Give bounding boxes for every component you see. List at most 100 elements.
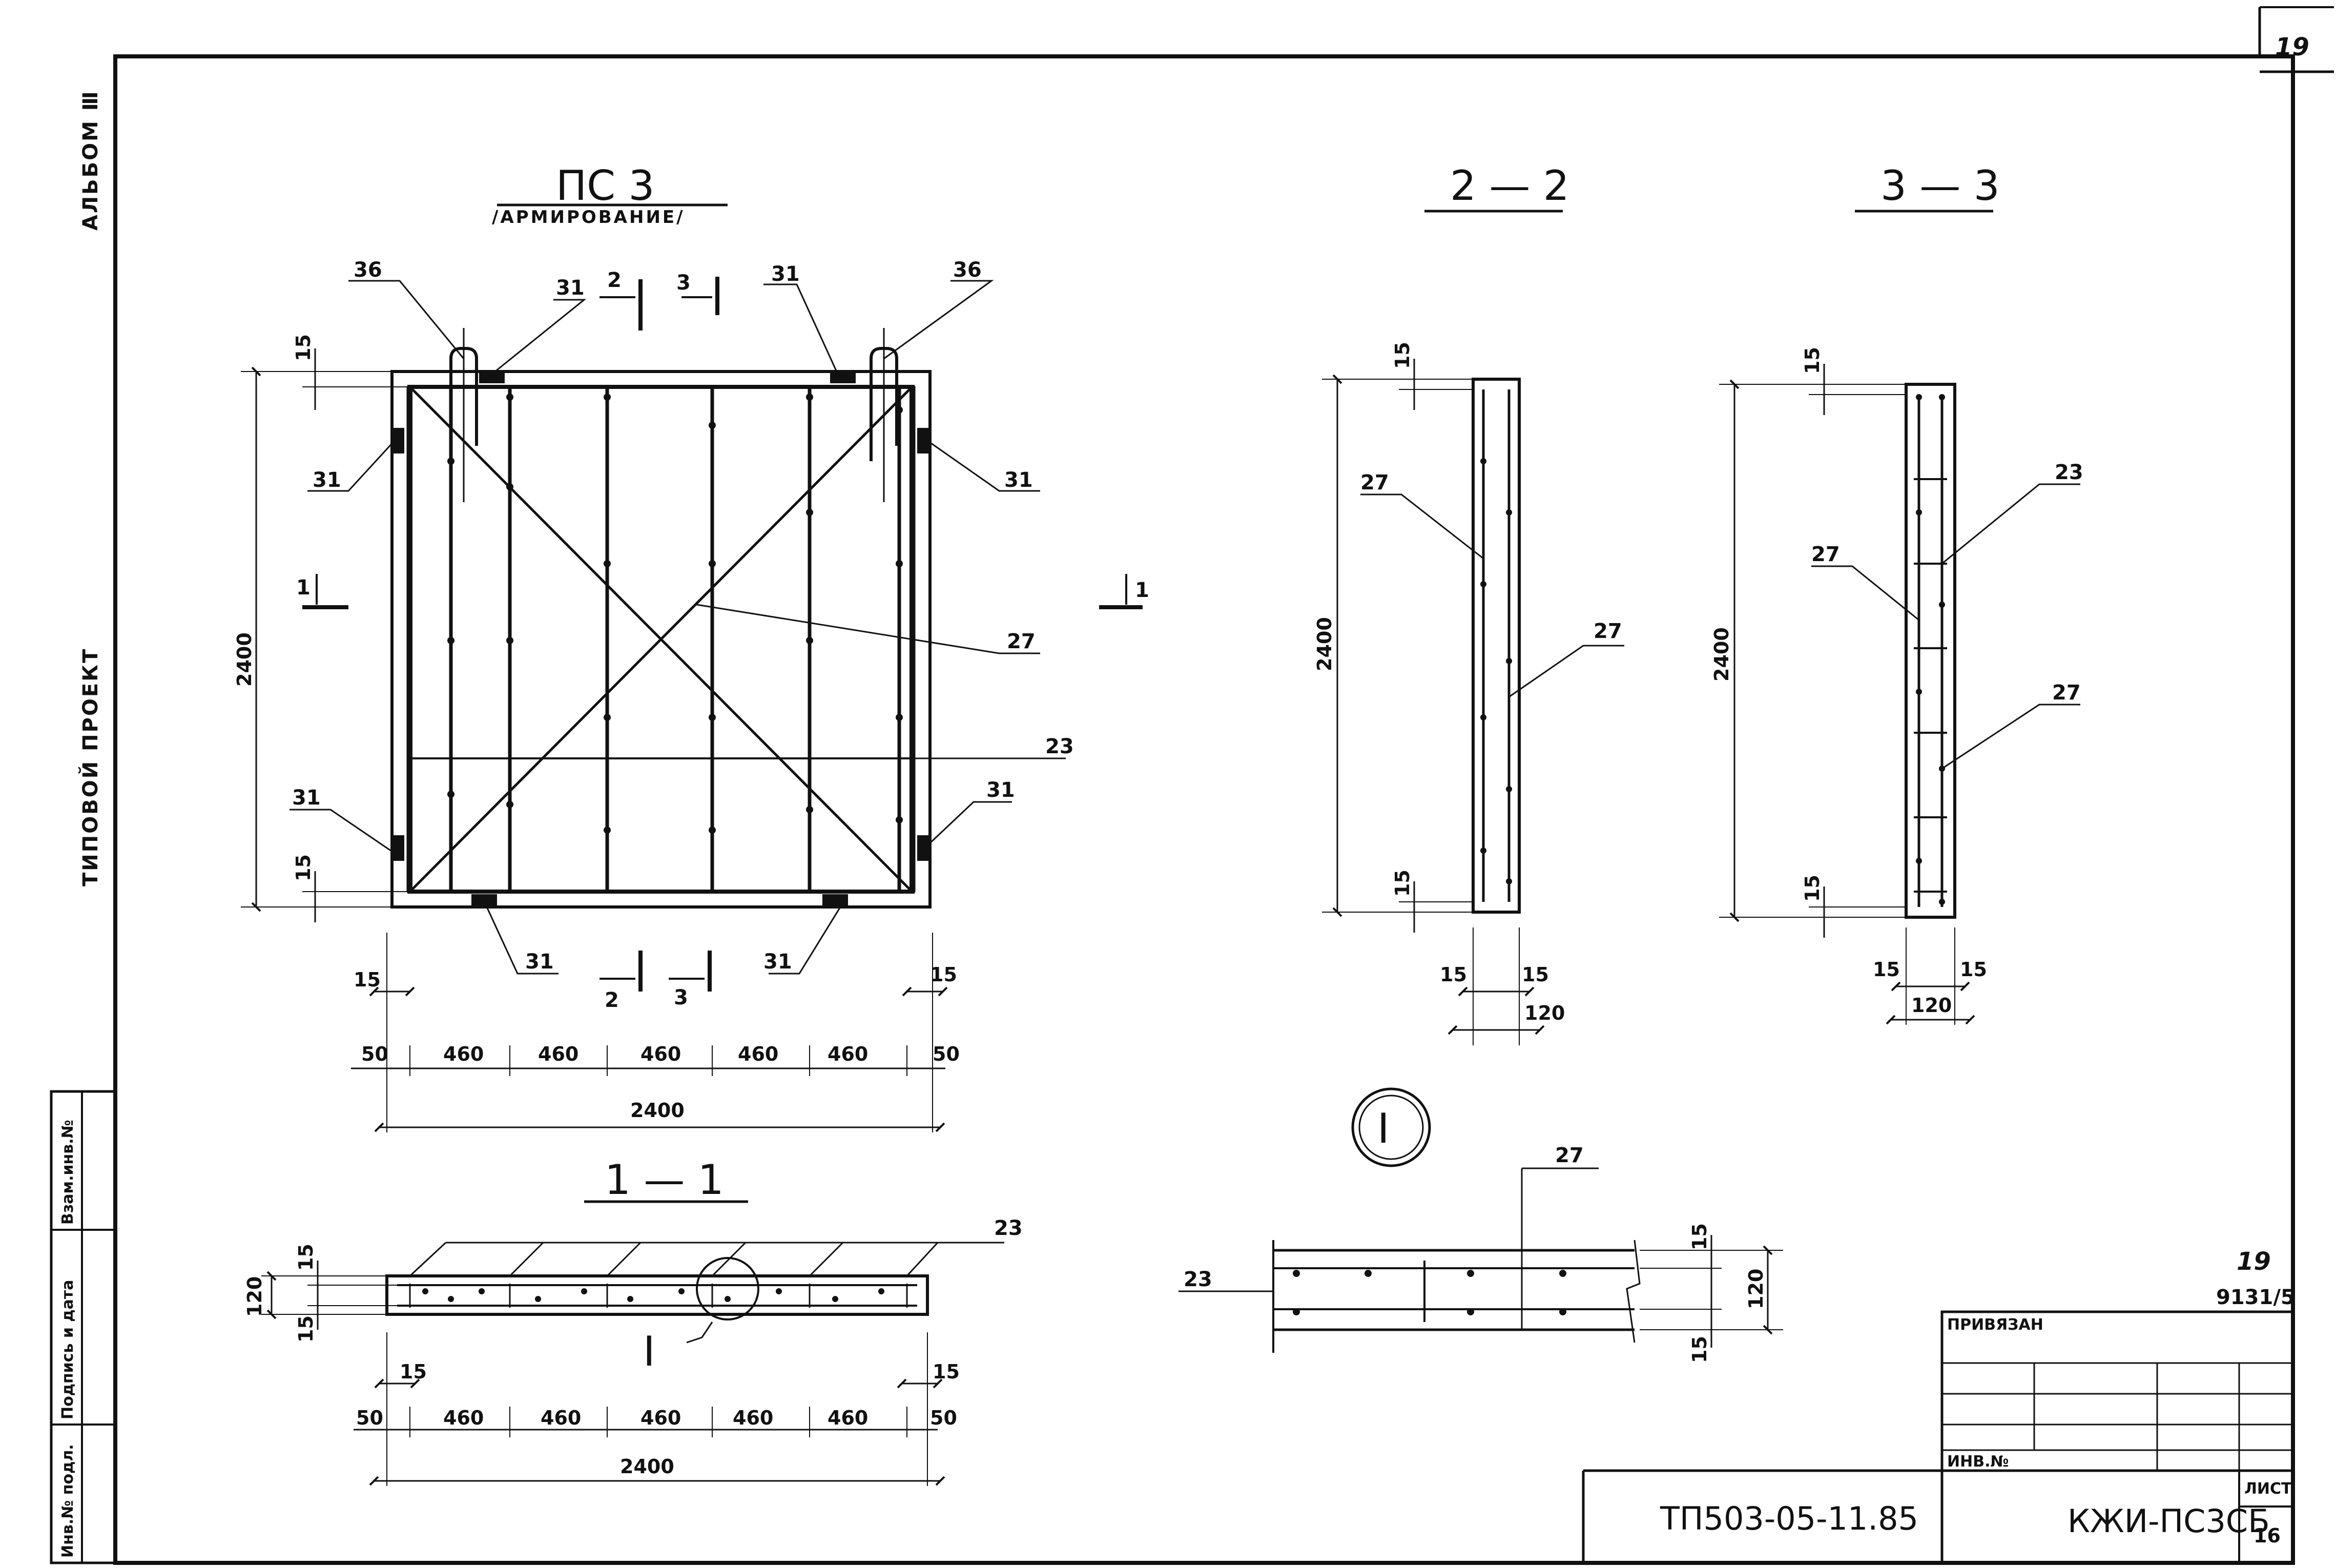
section-2-2-dim-120: 120	[1524, 1002, 1565, 1024]
section-1-1-callout: I	[643, 1328, 655, 1375]
cut-2-bottom: 2	[605, 988, 619, 1012]
section-1-1-dim-15-left: 15	[400, 1360, 427, 1383]
section-1-1-label-23: 23	[994, 1216, 1023, 1240]
detail-I-dim-15-bottom: 15	[1688, 1336, 1711, 1363]
plan-subtitle: /АРМИРОВАНИЕ/	[492, 207, 685, 228]
label-31-top-right: 31	[771, 262, 800, 286]
document-code: КЖИ-ПС3СБ	[2068, 1502, 2270, 1540]
rebar-dots	[447, 394, 903, 834]
section-1-1: 1 — 1 I 23 120 15	[243, 1156, 1023, 1486]
label-36-left: 36	[354, 258, 382, 282]
section-3-3-dim-120: 120	[1911, 994, 1952, 1017]
plan-leaders	[290, 280, 1066, 975]
vertical-rebars	[449, 387, 901, 892]
section-3-3-label-27-left: 27	[1811, 543, 1840, 566]
section-2-2: 2 — 2 27 27 2400 15 15 15 15 120	[1313, 162, 1624, 1045]
section-1-1-dim-50-left: 50	[356, 1407, 383, 1429]
plan-dim-50-left: 50	[361, 1043, 388, 1065]
detail-I-dim-120: 120	[1745, 1269, 1767, 1309]
stamp-sign-date: Подпись и дата	[59, 1280, 77, 1419]
approval-stamp: Взам.инв.№ Подпись и дата Инв.№ подл.	[50, 1090, 117, 1564]
section-1-1-dim-460-3: 460	[640, 1407, 681, 1429]
section-3-3-dim-2400: 2400	[1710, 627, 1733, 682]
section-1-1-dim-460-5: 460	[828, 1407, 868, 1429]
section-3-3-dim-15-right: 15	[1960, 958, 1987, 981]
detail-I: I 27 23 120 15 15	[1179, 1087, 1783, 1363]
attached-label: ПРИВЯЗАН	[1947, 1316, 2043, 1334]
sheet-value: 16	[2254, 1524, 2281, 1547]
section-3-3-label-23: 23	[2055, 461, 2083, 484]
cut-1-right: 1	[1135, 579, 1149, 602]
section-2-2-label-27-left: 27	[1360, 471, 1389, 494]
plan-dim-top-15: 15	[292, 334, 315, 361]
section-1-1-dim-120: 120	[243, 1276, 266, 1317]
section-2-2-dim-15-top: 15	[1391, 342, 1414, 369]
detail-I-dim-15-top: 15	[1688, 1223, 1711, 1250]
panel-outline	[390, 370, 932, 909]
plan-dim-460-5: 460	[828, 1043, 868, 1065]
section-3-3-label-27-right: 27	[2052, 681, 2081, 705]
section-3-3-dim-15-left: 15	[1873, 958, 1900, 981]
label-31-top-left: 31	[556, 276, 585, 300]
label-31-left-lower: 31	[292, 786, 321, 810]
section-2-2-dim-15-bottom: 15	[1391, 870, 1414, 897]
label-36-right: 36	[953, 258, 982, 282]
section-1-1-dim-2400: 2400	[620, 1455, 674, 1478]
section-3-3-dim-15-bottom: 15	[1801, 875, 1824, 902]
section-3-3-title: 3 — 3	[1880, 162, 2000, 210]
plan-title: ПС 3	[556, 162, 654, 210]
title-block: ПРИВЯЗАН ИНВ.№ ЛИСТ 16 ТП503-05-11.85 КЖ…	[1582, 1247, 2295, 1564]
plan-dim-15-right: 15	[930, 963, 957, 986]
plan-dim-460-2: 460	[538, 1043, 578, 1065]
plan-dim-460-4: 460	[738, 1043, 778, 1065]
plan-dim-width-2400: 2400	[630, 1099, 685, 1122]
section-1-1-dim-15-right: 15	[933, 1360, 960, 1383]
detail-I-label-23: 23	[1184, 1268, 1212, 1291]
plan-dim-height-2400: 2400	[233, 632, 256, 687]
sheet-label: ЛИСТ	[2244, 1480, 2292, 1498]
plan-dim-bottom-15: 15	[292, 854, 315, 881]
label-31-right-lower: 31	[986, 778, 1015, 802]
label-31-right-upper: 31	[1004, 468, 1033, 492]
section-1-1-dim-460-2: 460	[541, 1407, 581, 1429]
cut-1-left: 1	[296, 576, 311, 600]
detail-I-marker: I	[1377, 1105, 1390, 1152]
section-2-2-title: 2 — 2	[1450, 162, 1569, 210]
detail-callout-circle	[696, 1257, 759, 1321]
section-3-3-dim-15-top: 15	[1801, 347, 1824, 374]
cut-2-top: 2	[607, 269, 622, 292]
section-2-2-label-27-right: 27	[1594, 620, 1622, 643]
album-label: АЛЬБОМ Ⅲ	[79, 90, 102, 231]
label-23-plan: 23	[1045, 735, 1074, 758]
plan-view: ПС 3 /АРМИРОВАНИЕ/	[233, 162, 1149, 1132]
section-1-1-title: 1 — 1	[605, 1156, 724, 1204]
plan-dim-15-left: 15	[354, 968, 381, 991]
label-31-left-upper: 31	[313, 468, 341, 492]
cut-3-bottom: 3	[674, 986, 688, 1009]
section-2-2-dim-15-right: 15	[1522, 963, 1549, 986]
section-1-1-dim-50-right: 50	[930, 1407, 957, 1429]
plan-vertical-dims	[241, 348, 407, 922]
plan-dim-50-right: 50	[933, 1043, 960, 1065]
corner-sheet-number: 19	[2275, 33, 2309, 61]
handwritten-sheet-number: 19	[2237, 1247, 2271, 1276]
section-1-1-dim-15-top: 15	[295, 1244, 317, 1271]
reference-number: 9131/5	[2216, 1286, 2295, 1309]
label-27-plan: 27	[1007, 630, 1036, 653]
section-1-1-dim-460-1: 460	[443, 1407, 484, 1429]
plan-dim-460-1: 460	[443, 1043, 484, 1065]
section-3-3: 3 — 3 23 27 27 2400 1	[1710, 162, 2083, 1025]
section-2-2-dim-2400: 2400	[1313, 617, 1336, 671]
section-2-2-dim-15-left: 15	[1440, 963, 1467, 986]
inv-no-label: ИНВ.№	[1947, 1453, 2009, 1471]
label-31-bottom-right: 31	[763, 950, 792, 974]
cut-marks	[302, 277, 1143, 992]
stamp-inv-orig: Инв.№ подл.	[59, 1444, 77, 1558]
project-code: ТП503-05-11.85	[1660, 1500, 1918, 1537]
detail-I-label-27: 27	[1555, 1144, 1584, 1167]
section-1-1-dim-15-bottom: 15	[295, 1315, 317, 1343]
sheet-frame: 19	[113, 6, 2334, 1565]
plan-dim-460-3: 460	[640, 1043, 681, 1065]
project-type-label: ТИПОВОЙ ПРОЕКТ	[78, 648, 102, 886]
